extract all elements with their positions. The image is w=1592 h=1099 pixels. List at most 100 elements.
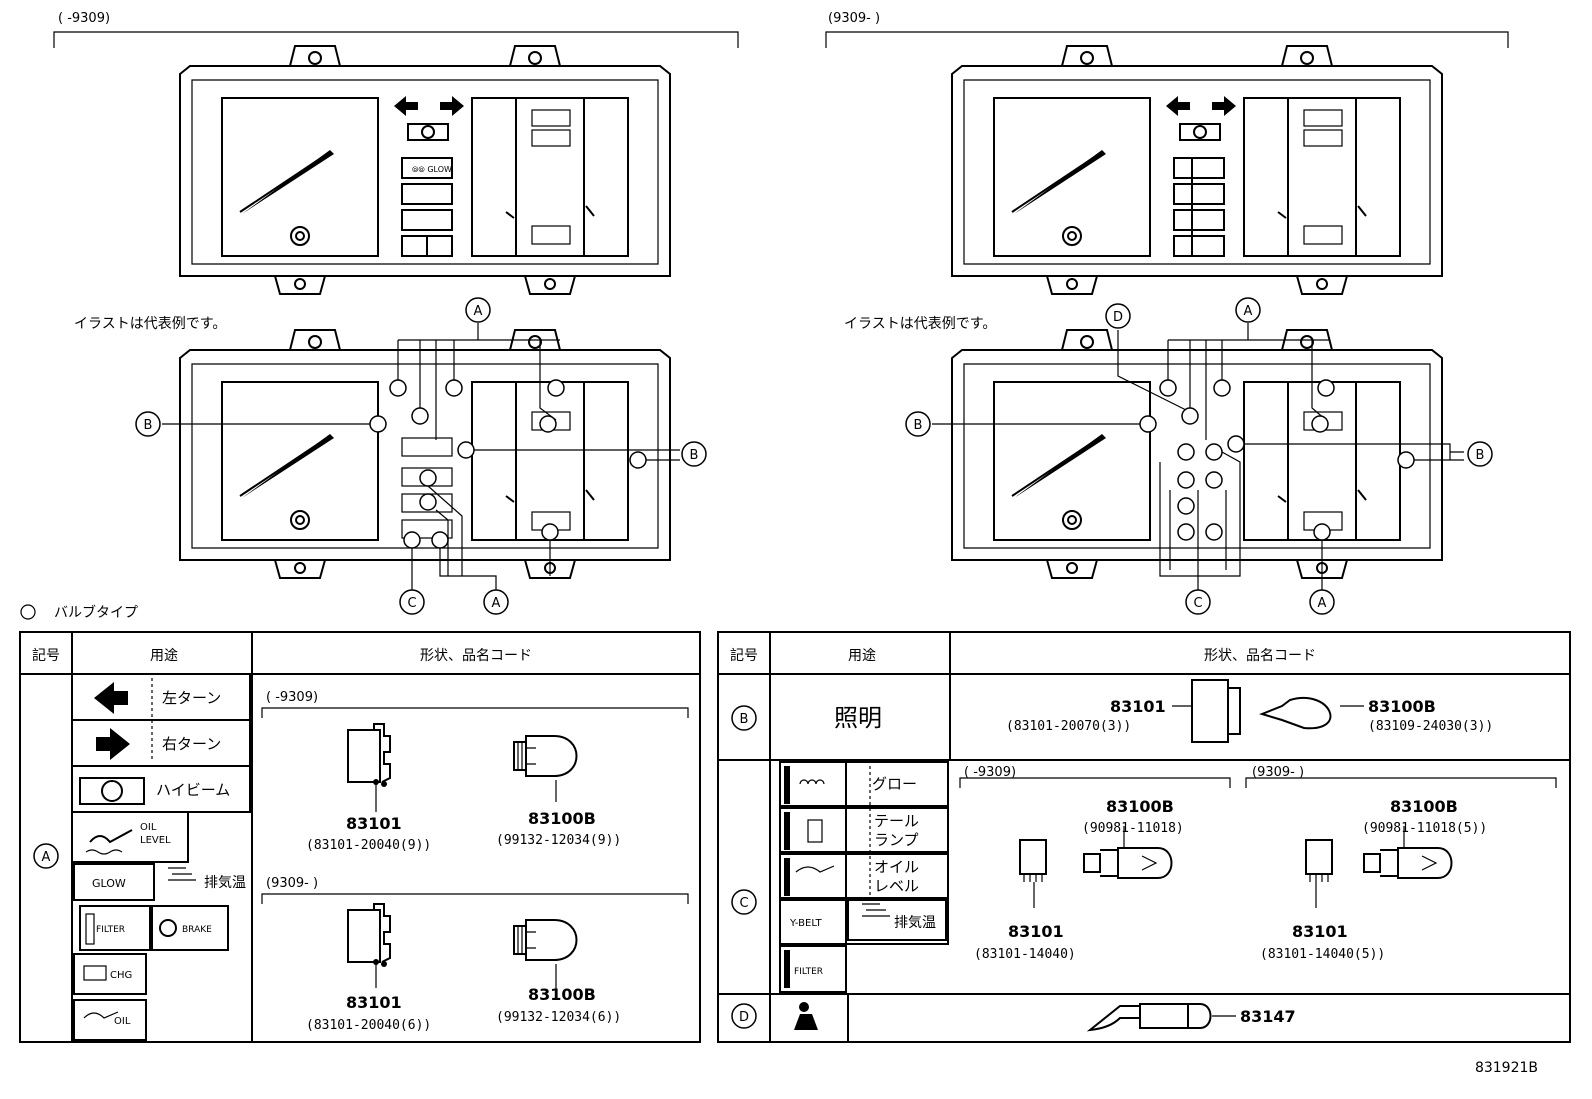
row-a-group2-range: (9309- ) (266, 876, 318, 891)
row-a-symbol: A (42, 850, 51, 865)
row-b-bulb-code: 83100B (1368, 697, 1436, 716)
row-c-group2-bulb-part: (90981-11018(5)) (1362, 821, 1487, 836)
brake-label: BRAKE (182, 925, 212, 935)
oil-level-icon-c (795, 865, 835, 873)
row-b-use: 照明 (834, 704, 882, 732)
row-c-group1-bulb-code: 83100B (1106, 797, 1174, 816)
socket-icon-1 (347, 723, 391, 788)
right-callout-a-bottom: A (1318, 596, 1327, 611)
oil-label: OIL (114, 1016, 131, 1027)
socket-icon-c2 (1305, 839, 1333, 883)
figure-code: 831921B (1475, 1060, 1538, 1076)
right-header-shape: 形状、品名コード (1204, 648, 1316, 664)
battery-icon (83, 965, 107, 981)
left-callout-a-top: A (474, 304, 483, 319)
use-right-turn: 右ターン (162, 735, 221, 753)
brake-icon (159, 919, 177, 937)
glow-label: GLOW (92, 877, 126, 890)
left-callout-b-right: B (690, 448, 699, 463)
left-cluster-bottom (179, 329, 671, 579)
row-d-part-code: 83147 (1240, 1007, 1296, 1026)
row-c-group2-bulb-code: 83100B (1390, 797, 1458, 816)
tail-lamp-icon (807, 819, 823, 843)
right-range-label: (9309- ) (828, 11, 880, 26)
use-tail-2: ランプ (874, 831, 919, 849)
left-leader-lines (135, 297, 707, 615)
bulb-icon-1 (513, 735, 578, 777)
oil-level-label-1: OIL (140, 822, 157, 833)
bulb-type-legend-label: バルブタイプ (54, 604, 138, 621)
use-glow: グロー (872, 775, 917, 793)
filter-label-c: FILTER (794, 967, 823, 977)
row-b-bulb-part: (83109-24030(3)) (1368, 719, 1493, 734)
exhaust-temp-icon (168, 867, 196, 881)
row-a-group1-range: ( -9309) (266, 690, 318, 705)
right-callout-d: D (1113, 310, 1123, 325)
bulb-icon-2 (513, 919, 578, 961)
right-header-symbol: 記号 (730, 647, 758, 664)
row-c-group1-socket-part: (83101-14040) (974, 947, 1076, 962)
row-c-group2-range: (9309- ) (1252, 765, 1304, 780)
left-turn-icon (94, 682, 128, 714)
right-callout-c: C (1193, 596, 1202, 611)
right-turn-icon (96, 728, 130, 760)
left-range-bracket (53, 31, 739, 48)
glow-icon (799, 779, 825, 785)
use-left-turn: 左ターン (162, 689, 221, 707)
left-cluster-top: ⦾⦾ GLOW (179, 45, 671, 295)
right-callout-b-left: B (914, 418, 923, 433)
row-b-symbol: B (740, 712, 749, 727)
high-beam-icon (79, 777, 145, 805)
row-a-group2-socket-part: (83101-20040(6)) (306, 1018, 431, 1033)
bulb-type-legend-icon (20, 604, 36, 620)
row-c-group1-range: ( -9309) (964, 765, 1016, 780)
right-cluster-bottom (951, 329, 1443, 579)
oil-level-label-2: LEVEL (140, 835, 171, 846)
chg-label: CHG (110, 970, 132, 981)
left-callout-c: C (407, 596, 416, 611)
use-oil-2: レベル (874, 877, 919, 895)
row-c-group1-bulb-part: (90981-11018) (1082, 821, 1184, 836)
use-high-beam: ハイビーム (156, 781, 230, 799)
wedge-bulb-icon-d (1086, 1005, 1141, 1032)
right-header-use: 用途 (848, 647, 876, 664)
right-table (717, 631, 1571, 1043)
socket-icon-b (1191, 679, 1229, 743)
right-leader-lines (905, 297, 1493, 615)
left-table (19, 631, 701, 1043)
right-callout-b-right: B (1476, 448, 1485, 463)
bulb-icon-c2 (1363, 847, 1453, 879)
row-c-group2-socket-code: 83101 (1292, 922, 1348, 941)
seatbelt-icon (794, 1002, 818, 1030)
oil-level-icon (89, 829, 133, 844)
right-callout-a-top: A (1244, 304, 1253, 319)
right-turn-icon (440, 96, 464, 116)
left-header-symbol: 記号 (32, 647, 60, 664)
row-a-group1-socket-code: 83101 (346, 814, 402, 833)
row-a-group1-bulb-code: 83100B (528, 809, 596, 828)
ybelt-label: Y-BELT (789, 918, 823, 929)
row-a-group2-bulb-part: (99132-12034(6)) (496, 1010, 621, 1025)
exhaust-temp-icon-c (862, 903, 890, 917)
right-range-bracket (825, 31, 1509, 48)
left-header-use: 用途 (150, 647, 178, 664)
row-d-symbol: D (739, 1010, 749, 1025)
exhaust-label: 排気温 (204, 875, 246, 891)
row-a-group1-socket-part: (83101-20040(9)) (306, 838, 431, 853)
left-range-label: ( -9309) (58, 11, 110, 26)
use-oil-1: オイル (874, 858, 919, 876)
exhaust-label-c: 排気温 (894, 915, 936, 931)
right-cluster-top (951, 45, 1443, 295)
row-a-group1-bulb-part: (99132-12034(9)) (496, 833, 621, 848)
row-c-group2-socket-part: (83101-14040(5)) (1260, 947, 1385, 962)
left-callout-a-bottom: A (492, 596, 501, 611)
row-c-group1-socket-code: 83101 (1008, 922, 1064, 941)
svg-text:⦾⦾ GLOW: ⦾⦾ GLOW (412, 165, 452, 174)
left-turn-icon (394, 96, 418, 116)
row-a-group2-bulb-code: 83100B (528, 985, 596, 1004)
socket-icon-2 (347, 903, 391, 968)
left-callout-b-left: B (144, 418, 153, 433)
socket-icon-c1 (1019, 839, 1047, 883)
right-note: イラストは代表例です。 (844, 316, 996, 332)
